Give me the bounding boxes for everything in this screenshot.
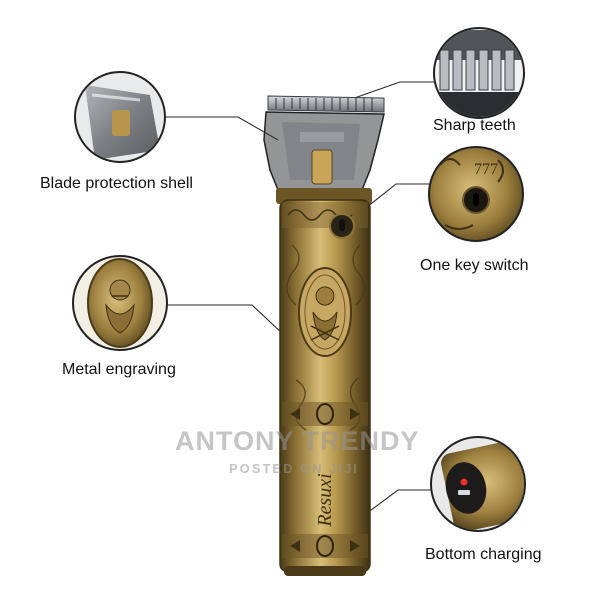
band-top	[282, 202, 368, 228]
detail-switch: 777	[428, 146, 524, 242]
label-bottom-charging: Bottom charging	[425, 546, 542, 563]
medallion	[298, 267, 352, 357]
switch-engraving: 777	[474, 161, 498, 178]
detail-blade-shell	[74, 71, 166, 163]
label-one-key-switch: One key switch	[420, 257, 529, 274]
label-sharp-teeth: Sharp teeth	[433, 117, 516, 134]
watermark-sub: POSTED ON JIJI	[229, 461, 359, 476]
band-bottom	[282, 534, 368, 558]
callout-line-sharp-teeth	[345, 81, 434, 102]
trimmer-body: Resuxi	[276, 188, 372, 576]
band-middle	[282, 402, 368, 426]
trimmer-head	[263, 95, 385, 191]
power-switch	[329, 213, 355, 239]
watermark-main: ANTONY TRENDY	[175, 426, 420, 456]
callout-line-blade-shell	[166, 116, 279, 141]
detail-engraving	[72, 255, 168, 351]
brand-engraving: Resuxi	[314, 473, 336, 527]
label-blade-protection-shell: Blade protection shell	[40, 175, 193, 192]
detail-charging	[430, 436, 526, 532]
label-metal-engraving: Metal engraving	[62, 361, 176, 378]
